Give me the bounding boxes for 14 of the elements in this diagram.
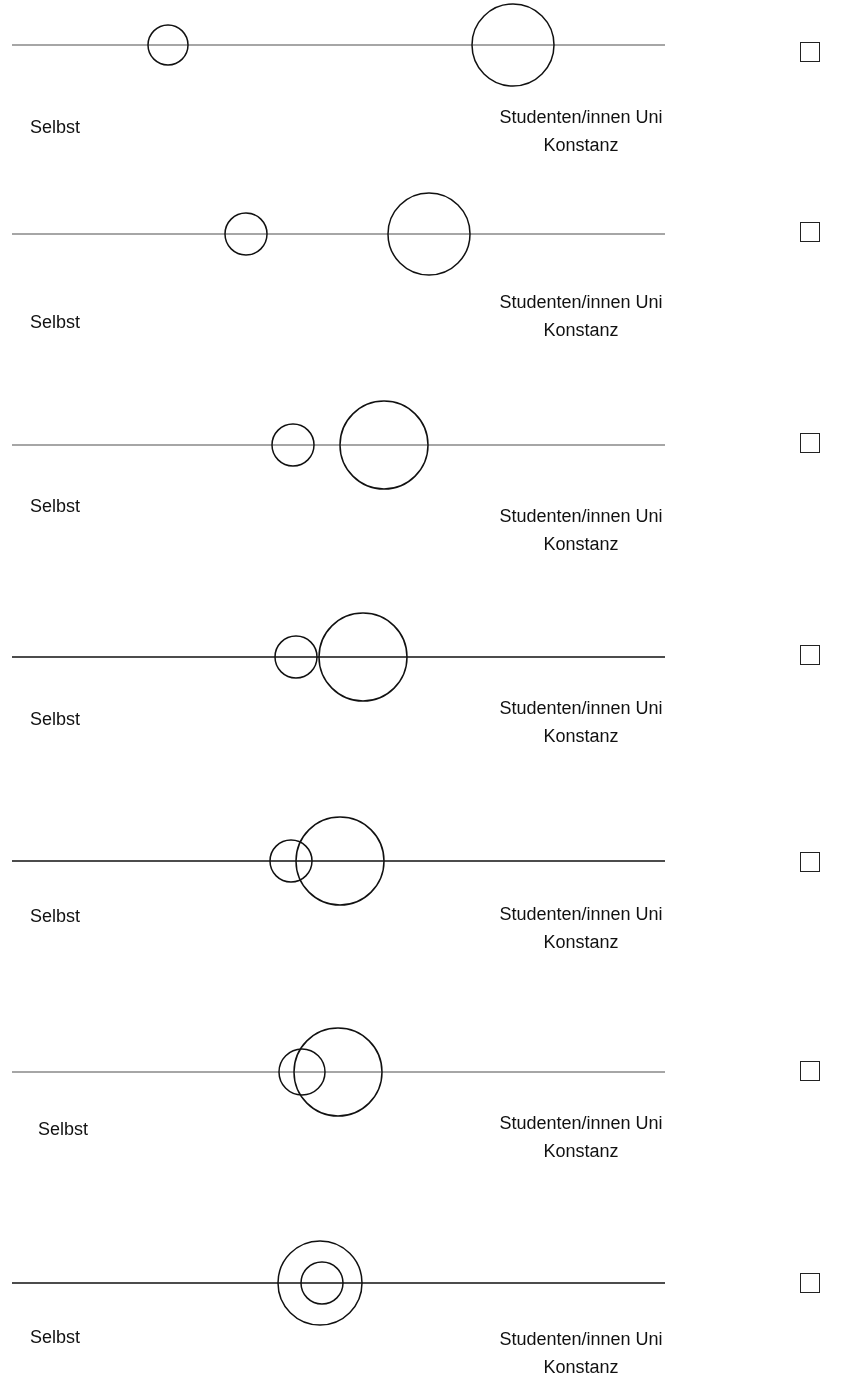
self-label: Selbst xyxy=(30,116,81,139)
self-label: Selbst xyxy=(30,311,81,334)
self-label: Selbst xyxy=(30,495,81,518)
self-label: Selbst xyxy=(30,708,81,731)
group-label: Studenten/innen Uni Konstanz xyxy=(498,291,664,342)
group-label: Studenten/innen Uni Konstanz xyxy=(498,1112,664,1163)
self-label: Selbst xyxy=(30,1326,81,1349)
group-label: Studenten/innen Uni Konstanz xyxy=(498,1328,664,1379)
group-label: Studenten/innen Uni Konstanz xyxy=(498,697,664,748)
group-label: Studenten/innen Uni Konstanz xyxy=(498,505,664,556)
self-label: Selbst xyxy=(38,1118,89,1141)
self-label: Selbst xyxy=(30,905,81,928)
group-label: Studenten/innen Uni Konstanz xyxy=(498,903,664,954)
group-label: Studenten/innen Uni Konstanz xyxy=(498,106,664,157)
